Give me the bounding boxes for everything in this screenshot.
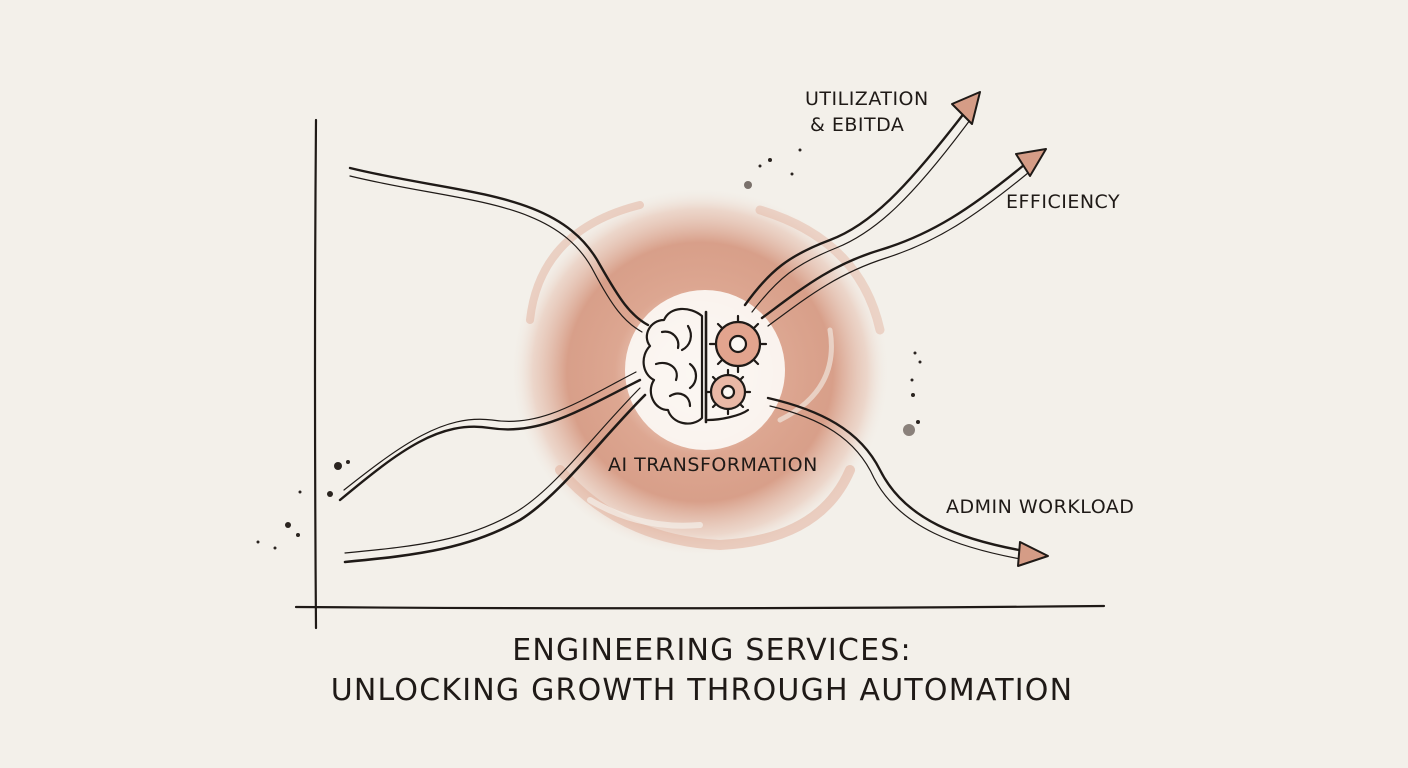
efficiency-label: EFFICIENCY bbox=[1006, 191, 1120, 213]
output-arrows bbox=[743, 110, 1035, 561]
utilization-label-line1: UTILIZATION bbox=[805, 88, 929, 110]
input-curve-bottom bbox=[343, 393, 647, 564]
diagram-title: ENGINEERING SERVICES: UNLOCKING GROWTH T… bbox=[331, 633, 1074, 708]
chart-axes bbox=[294, 118, 1106, 630]
brain-gears-icon bbox=[642, 307, 768, 425]
title-line1: ENGINEERING SERVICES: bbox=[512, 633, 912, 668]
efficiency-arrow-line bbox=[760, 158, 1032, 320]
diagram-labels: UTILIZATION & EBITDA EFFICIENCY AI TRANS… bbox=[608, 88, 1134, 518]
utilization-arrow-line bbox=[743, 110, 967, 307]
gear-small-icon bbox=[704, 368, 752, 416]
admin-workload-label: ADMIN WORKLOAD bbox=[946, 496, 1134, 518]
input-curve-top bbox=[348, 166, 650, 327]
input-curve-middle bbox=[338, 378, 642, 502]
arrowheads bbox=[951, 91, 1049, 567]
watercolor-wash bbox=[510, 187, 890, 557]
gear-large-icon bbox=[708, 314, 768, 374]
center-label: AI TRANSFORMATION bbox=[608, 454, 818, 476]
utilization-arrowhead bbox=[951, 91, 981, 125]
utilization-label-line2: & EBITDA bbox=[810, 114, 904, 136]
input-curves bbox=[338, 166, 650, 564]
title-line2: UNLOCKING GROWTH THROUGH AUTOMATION bbox=[331, 673, 1074, 708]
y-axis bbox=[313, 118, 318, 630]
x-axis bbox=[294, 604, 1106, 610]
ink-splatters bbox=[256, 148, 922, 550]
admin-arrowhead bbox=[1017, 541, 1049, 567]
efficiency-arrowhead bbox=[1015, 148, 1047, 177]
admin-arrow-line bbox=[766, 396, 1032, 554]
